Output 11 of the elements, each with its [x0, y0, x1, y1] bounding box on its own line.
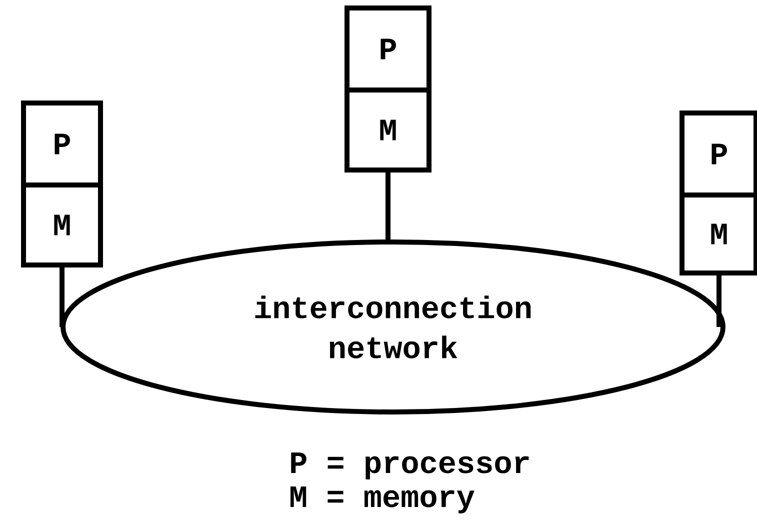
connector-line — [60, 267, 64, 327]
memory-box: M — [344, 87, 432, 172]
processor-box: P — [680, 110, 757, 198]
processor-box: P — [21, 100, 103, 188]
legend-text: M = memory — [290, 486, 474, 514]
connector-line — [716, 275, 722, 327]
memory-box: M — [680, 192, 757, 276]
connector-line — [386, 172, 390, 242]
legend-text: P = processor — [291, 452, 529, 480]
memory-box: M — [21, 182, 103, 268]
processor-box: P — [344, 5, 432, 92]
